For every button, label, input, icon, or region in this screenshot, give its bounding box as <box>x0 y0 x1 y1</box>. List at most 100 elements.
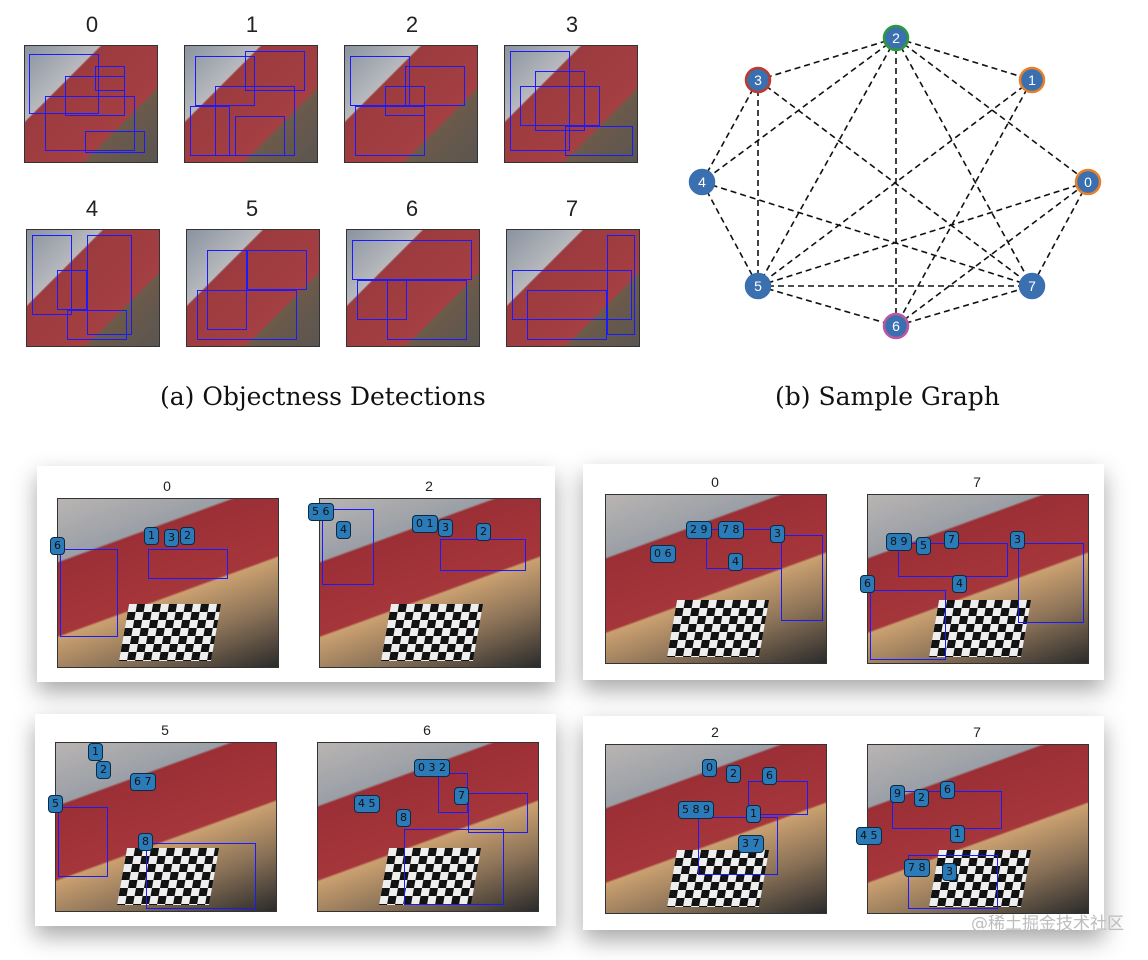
graph-edge-4-7 <box>701 181 1033 287</box>
pair-3-right-image: 0 3 2 4 5 8 7 <box>317 742 539 912</box>
tag: 6 <box>940 781 955 799</box>
detection-thumb-7 <box>506 229 640 347</box>
thumb-label-5: 5 <box>245 196 259 221</box>
graph-node-3: 3 <box>744 66 772 94</box>
pair-1-right-label: 2 <box>425 478 433 494</box>
tag: 0 3 2 <box>414 759 450 777</box>
graph-node-label: 7 <box>1028 278 1036 294</box>
tag: 5 8 9 <box>678 801 714 819</box>
graph-node-label: 6 <box>892 318 900 334</box>
detection-thumb-2 <box>344 45 478 163</box>
graph-edge-2-5 <box>757 37 897 287</box>
pair-card-2: 0 2 9 7 8 3 0 6 4 7 8 9 5 7 3 6 4 <box>583 464 1104 680</box>
graph-edge-5-6 <box>757 285 897 327</box>
graph-edge-2-7 <box>895 37 1033 287</box>
tag: 6 <box>762 767 777 785</box>
thumb-label-3: 3 <box>565 12 579 37</box>
tag: 6 <box>50 537 65 555</box>
tag: 4 5 <box>856 827 882 845</box>
pair-1-right-image: 5 6 4 0 1 3 2 <box>308 498 541 668</box>
graph-edge-3-4 <box>701 79 759 183</box>
tag: 1 <box>144 527 159 545</box>
graph-edge-2-1 <box>895 37 1033 81</box>
tag: 2 9 <box>686 521 712 539</box>
tag: 0 1 <box>412 515 438 533</box>
thumb-label-2: 2 <box>405 12 419 37</box>
pair-card-1: 0 6 1 3 2 2 5 6 4 0 1 3 2 <box>37 466 555 682</box>
graph-node-0: 0 <box>1074 168 1102 196</box>
graph-node-7: 7 <box>1018 272 1046 300</box>
tag: 2 <box>96 761 111 779</box>
graph-edge-5-0 <box>757 181 1089 287</box>
graph-edge-2-0 <box>895 37 1089 183</box>
detection-thumb-5 <box>186 229 320 347</box>
tag: 7 <box>454 787 469 805</box>
tag: 4 <box>952 575 967 593</box>
graph-node-label: 2 <box>892 30 900 46</box>
pair-card-4: 2 0 2 6 5 8 9 1 3 7 7 9 2 6 4 5 1 7 8 3 <box>583 716 1104 930</box>
tag: 9 <box>890 785 905 803</box>
tag: 7 8 <box>904 859 930 877</box>
tag: 3 7 <box>738 835 764 853</box>
tag: 3 <box>438 519 453 537</box>
graph-node-6: 6 <box>882 312 910 340</box>
graph-node-label: 1 <box>1028 72 1036 88</box>
graph-node-label: 0 <box>1084 174 1092 190</box>
graph-node-label: 5 <box>754 278 762 294</box>
graph-edge-6-0 <box>895 181 1089 327</box>
tag: 1 <box>950 825 965 843</box>
pair-3-right-label: 6 <box>423 722 431 738</box>
tag: 4 <box>728 553 743 571</box>
tag: 8 <box>138 833 153 851</box>
tag: 5 6 <box>308 503 334 521</box>
tag: 8 <box>396 809 411 827</box>
tag: 1 <box>746 805 761 823</box>
detection-thumb-6 <box>346 229 480 347</box>
tag: 8 9 <box>886 533 912 551</box>
tag: 0 <box>702 759 717 777</box>
pair-2-right-label: 7 <box>973 474 981 490</box>
tag: 5 <box>916 537 931 555</box>
sample-graph: 0 1 2 3 4 5 6 7 <box>688 24 1102 340</box>
detection-thumb-4 <box>26 229 160 347</box>
pair-1-left-label: 0 <box>163 478 171 494</box>
tag: 6 <box>860 575 875 593</box>
thumb-label-7: 7 <box>565 196 579 221</box>
tag: 4 5 <box>354 795 380 813</box>
thumb-label-4: 4 <box>85 196 99 221</box>
graph-node-1: 1 <box>1018 66 1046 94</box>
tag: 7 8 <box>718 521 744 539</box>
detection-thumb-0 <box>24 45 158 163</box>
tag: 3 <box>770 525 785 543</box>
tag: 2 <box>180 527 195 545</box>
tag: 0 6 <box>650 545 676 563</box>
tag: 2 <box>914 789 929 807</box>
tag: 2 <box>476 523 491 541</box>
pair-4-left-image: 0 2 6 5 8 9 1 3 7 <box>605 744 827 914</box>
caption-objectness: (a) Objectness Detections <box>160 382 486 411</box>
tag: 3 <box>1010 531 1025 549</box>
pair-2-left-image: 2 9 7 8 3 0 6 4 <box>605 494 827 664</box>
detection-thumb-3 <box>504 45 638 163</box>
graph-edge-6-7 <box>895 285 1033 327</box>
pair-3-left-image: 1 2 6 7 5 8 <box>48 742 277 912</box>
watermark: @稀土掘金技术社区 <box>971 914 1124 934</box>
graph-node-4: 4 <box>688 168 716 196</box>
pair-1-left-image: 6 1 3 2 <box>50 498 279 668</box>
graph-node-label: 3 <box>754 72 762 88</box>
tag: 6 7 <box>130 773 156 791</box>
pair-2-right-image: 8 9 5 7 3 6 4 <box>860 494 1089 664</box>
pair-4-right-image: 9 2 6 4 5 1 7 8 3 <box>856 744 1089 914</box>
pair-4-right-label: 7 <box>973 724 981 740</box>
tag: 4 <box>336 521 351 539</box>
tag: 3 <box>164 529 179 547</box>
thumb-label-1: 1 <box>245 12 259 37</box>
pair-2-left-label: 0 <box>711 474 719 490</box>
graph-edge-1-6 <box>895 79 1033 327</box>
pair-card-3: 5 1 2 6 7 5 8 6 0 3 2 4 5 8 7 <box>35 714 556 926</box>
tag: 2 <box>726 765 741 783</box>
thumb-label-0: 0 <box>85 12 99 37</box>
graph-edge-1-5 <box>757 79 1033 287</box>
tag: 1 <box>88 743 103 761</box>
graph-node-5: 5 <box>744 272 772 300</box>
